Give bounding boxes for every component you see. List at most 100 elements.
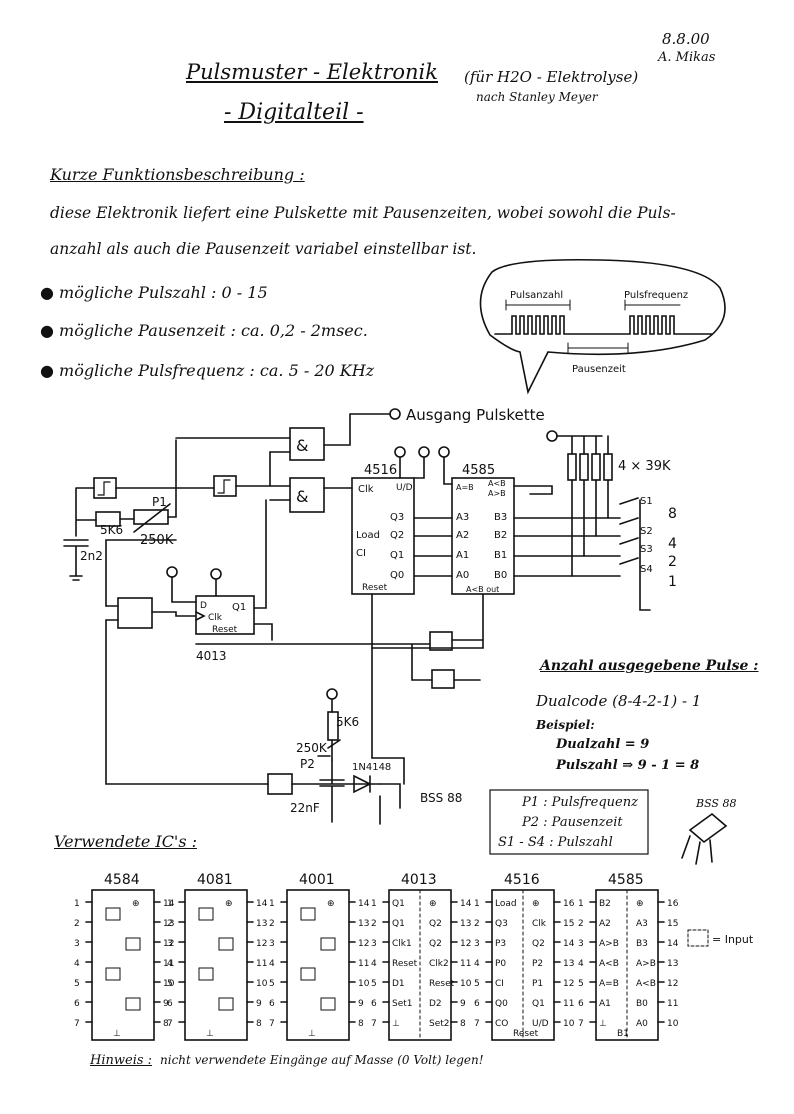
pin-number: 4 — [269, 959, 275, 969]
pin-label: Q1 — [390, 550, 404, 561]
pin-number: 11 — [667, 999, 678, 1009]
pin-number: 6 — [167, 999, 173, 1009]
pin-number: 13 — [256, 919, 267, 929]
pin-number: 5 — [74, 979, 80, 989]
label-pulse-count: Pulsanzahl — [510, 290, 563, 301]
pin-name: Clk2 — [429, 959, 449, 969]
pin-number: 11 — [163, 959, 174, 969]
pin-name: A>B — [636, 959, 656, 969]
pin-name: Q1 — [392, 919, 405, 929]
pin-number: 13 — [667, 959, 678, 969]
weight-label: 8 — [668, 506, 677, 522]
description-line-2: anzahl als auch die Pausenzeit variabel … — [50, 240, 477, 258]
flipflop-4013 — [105, 499, 373, 785]
weight-label: 1 — [668, 574, 677, 590]
pin-number: 16 — [563, 899, 575, 909]
pin-number: 5 — [269, 979, 275, 989]
legend-s: S1 - S4 : Pulszahl — [498, 835, 613, 850]
pin-name: ⊕ — [132, 899, 140, 909]
pin-number: 3 — [578, 939, 584, 949]
output-label: Ausgang Pulskette — [406, 406, 545, 424]
pin-name: CO — [495, 1019, 508, 1029]
gate-symbol — [105, 907, 121, 921]
supply-terminal — [394, 446, 406, 458]
pin-label: Q3 — [390, 512, 404, 523]
pin-number: 13 — [563, 959, 574, 969]
pin-number: 8 — [163, 1019, 169, 1029]
ic-body — [184, 889, 248, 1041]
pin-number: 15 — [667, 919, 678, 929]
pin-name: D1 — [392, 979, 405, 989]
resistor-5k6-label: 5K6 — [100, 523, 123, 537]
pin-name: Load — [495, 899, 517, 909]
pin-number: 6 — [74, 999, 80, 1009]
pin-name: A2 — [599, 919, 611, 929]
oscillator — [63, 439, 271, 581]
pin-label: A<B out — [466, 585, 499, 594]
legend-p1: P1 : Pulsfrequenz — [522, 795, 638, 810]
pin-number: 2 — [578, 919, 584, 929]
pin-name: ⊕ — [429, 899, 437, 909]
pin-label: A>B — [488, 489, 506, 498]
label-pulse-freq: Pulsfrequenz — [624, 290, 688, 301]
ic-name: 4001 — [299, 872, 335, 888]
pin-number: 11 — [563, 999, 574, 1009]
pin-number: 10 — [256, 979, 268, 989]
pin-label: Q2 — [390, 530, 404, 541]
pin-name: A3 — [636, 919, 648, 929]
pin-name: Reset — [392, 959, 418, 969]
and-symbol: & — [296, 436, 308, 455]
output-terminal: Ausgang Pulskette — [323, 406, 545, 446]
pin-label: B1 — [494, 550, 507, 561]
pin-number: 4 — [474, 959, 480, 969]
pin-number: 9 — [460, 999, 466, 1009]
pin-number: 5 — [474, 979, 480, 989]
ic-name: 4584 — [104, 872, 140, 888]
ic-name: 4516 — [504, 872, 540, 888]
pin-number: 2 — [74, 919, 80, 929]
pin-name: Clk1 — [392, 939, 412, 949]
pin-label: Reset — [362, 583, 388, 593]
pin-number: 6 — [269, 999, 275, 1009]
pot-250k-b-label: 250K — [296, 741, 328, 755]
gate-symbol — [218, 997, 234, 1011]
pin-number: 3 — [167, 939, 173, 949]
pin-number: 7 — [269, 1019, 275, 1029]
pin-label: Clk — [358, 484, 374, 495]
gate-symbol — [320, 937, 336, 951]
pin-name: Reset — [429, 979, 455, 989]
weight-label: 2 — [668, 554, 677, 570]
pin-number: 8 — [256, 1019, 262, 1029]
ic-4013-label: 4013 — [196, 649, 227, 663]
pin-number: 7 — [74, 1019, 80, 1029]
cap-2n2-label: 2n2 — [80, 549, 103, 563]
pin-number: 6 — [474, 999, 480, 1009]
pin-number: 13 — [460, 919, 471, 929]
pin-name: ⊥ — [599, 1019, 607, 1029]
ic-name: 4585 — [608, 872, 644, 888]
section-title: - Digitalteil - — [224, 100, 364, 125]
page-title: Pulsmuster - Elektronik — [186, 60, 438, 84]
switch-label: S1 — [640, 496, 653, 507]
comparator-4585: 4585 — [371, 446, 621, 649]
legend-box — [489, 789, 649, 855]
after-credit: nach Stanley Meyer — [476, 90, 598, 104]
gate-symbol — [300, 907, 316, 921]
gate-symbol — [218, 937, 234, 951]
cap-22n-label: 22nF — [290, 801, 320, 815]
pin-number: 10 — [667, 1019, 679, 1029]
pin-label: A1 — [456, 550, 469, 561]
pin-number: 3 — [371, 939, 377, 949]
pin-label: A0 — [456, 570, 469, 581]
lower-gates — [371, 593, 484, 759]
pin-name: A<B — [599, 959, 619, 969]
pin-number: 13 — [163, 919, 174, 929]
pin-number: 2 — [371, 919, 377, 929]
pin-name: Clk — [532, 919, 547, 929]
pin-name: ⊕ — [327, 899, 335, 909]
note-line-1: Dualcode (8-4-2-1) - 1 — [536, 692, 702, 710]
